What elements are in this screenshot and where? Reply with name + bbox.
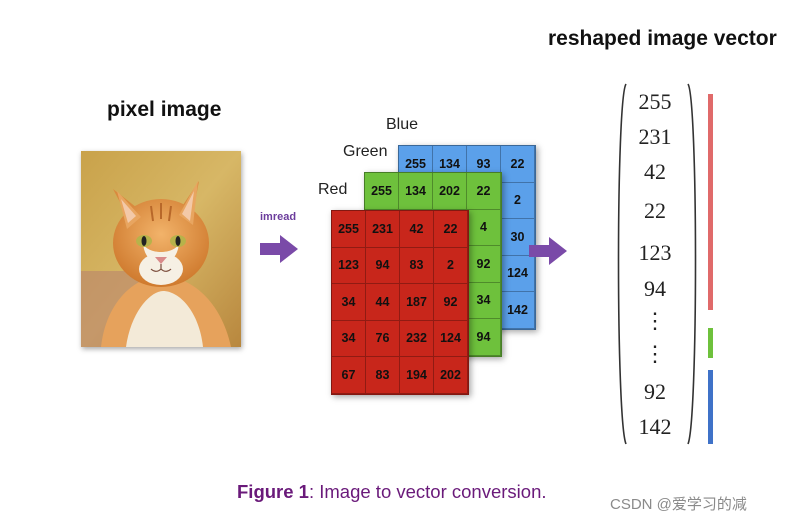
red-cell: 202 — [434, 357, 468, 394]
vector-entry: 255 — [638, 89, 672, 114]
blue-cell: 22 — [501, 146, 535, 183]
blue-channel-label: Blue — [386, 116, 419, 133]
red-cell: 34 — [332, 284, 366, 321]
red-cell: 124 — [434, 320, 468, 357]
red-cell: 231 — [366, 211, 400, 248]
red-cell: 76 — [366, 320, 400, 357]
vector-entry: 231 — [638, 124, 672, 149]
vector-entry: 92 — [644, 379, 666, 404]
green-cell: 255 — [365, 173, 399, 210]
green-segment-bar — [708, 328, 713, 358]
red-segment-bar — [708, 94, 713, 310]
red-cell: 94 — [366, 247, 400, 284]
figure-caption: Figure 1: Image to vector conversion. — [237, 481, 547, 503]
green-cell: 4 — [467, 209, 501, 246]
blue-segment-bar — [708, 370, 713, 444]
red-cell: 22 — [434, 211, 468, 248]
vector-ellipsis: ⋮ — [644, 308, 666, 333]
blue-cell: 2 — [501, 182, 535, 219]
red-cell: 2 — [434, 247, 468, 284]
green-cell: 34 — [467, 282, 501, 319]
cat-photo — [81, 151, 241, 347]
red-cell: 255 — [332, 211, 366, 248]
red-cell: 123 — [332, 247, 366, 284]
green-cell: 134 — [399, 173, 433, 210]
caption-text: : Image to vector conversion. — [308, 481, 547, 502]
reshaped-vector-title: reshaped image vector — [548, 27, 777, 50]
green-channel-label: Green — [343, 143, 388, 160]
red-cell: 194 — [400, 357, 434, 394]
vector-entry: 94 — [644, 276, 666, 301]
green-cell: 94 — [467, 319, 501, 356]
red-cell: 67 — [332, 357, 366, 394]
green-cell: 202 — [433, 173, 467, 210]
red-cell: 187 — [400, 284, 434, 321]
vector-entry: 42 — [644, 159, 666, 184]
green-cell: 22 — [467, 173, 501, 210]
vector-entry: 142 — [638, 414, 672, 439]
red-cell: 42 — [400, 211, 434, 248]
imread-label: imread — [260, 211, 297, 223]
vector-entry: 123 — [638, 240, 672, 265]
pixel-image-title: pixel image — [107, 98, 222, 121]
vector-ellipsis: ⋮ — [644, 341, 666, 366]
blue-cell: 30 — [501, 219, 535, 256]
vector-brackets — [617, 83, 697, 445]
red-cell: 232 — [400, 320, 434, 357]
red-cell: 83 — [400, 247, 434, 284]
red-cell: 44 — [366, 284, 400, 321]
red-cell: 34 — [332, 320, 366, 357]
blue-cell: 124 — [501, 255, 535, 292]
caption-figure-label: Figure 1 — [237, 481, 309, 502]
watermark: CSDN @爱学习的减 — [610, 496, 747, 513]
blue-cell: 142 — [501, 292, 535, 329]
red-cell: 83 — [366, 357, 400, 394]
imread-arrow-icon — [260, 235, 298, 263]
green-cell: 92 — [467, 246, 501, 283]
vector-entry: 22 — [644, 198, 666, 223]
reshape-arrow-icon — [529, 237, 567, 265]
red-cell: 92 — [434, 284, 468, 321]
red-channel-label: Red — [318, 181, 348, 198]
